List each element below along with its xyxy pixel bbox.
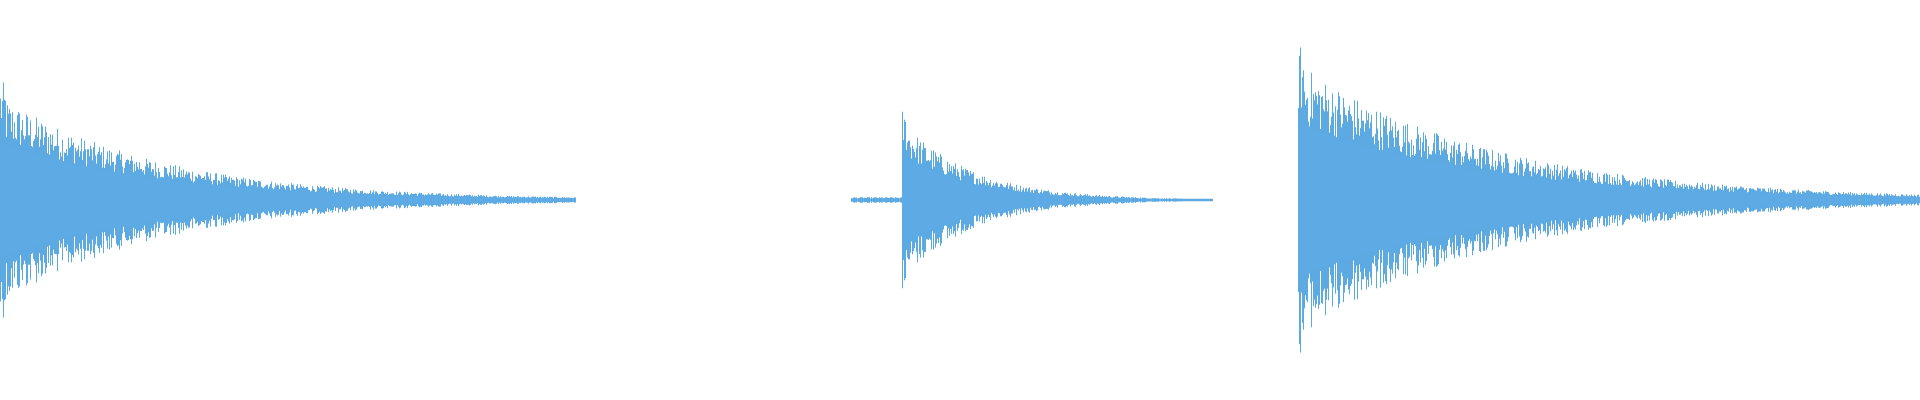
clip-2-rms bbox=[902, 156, 1213, 244]
clip-3[interactable] bbox=[1298, 47, 1920, 353]
clip-3-rms bbox=[1298, 124, 1920, 276]
clip-2[interactable] bbox=[851, 111, 1213, 289]
clip-1-rms bbox=[0, 142, 576, 258]
clip-1[interactable] bbox=[0, 82, 576, 318]
